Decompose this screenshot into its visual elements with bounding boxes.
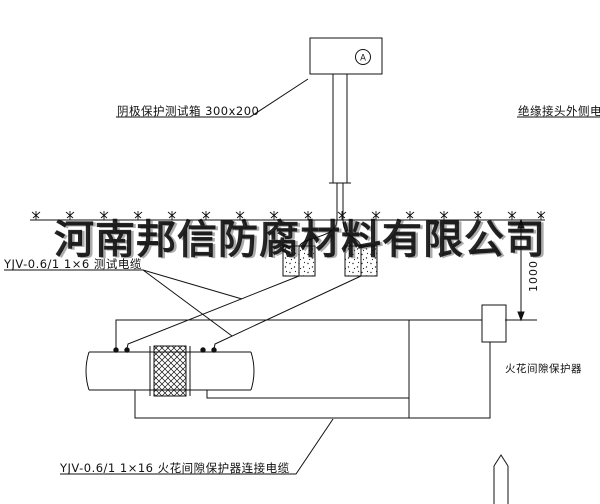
cable-bolt (200, 347, 206, 353)
ammeter-letter: A (360, 54, 366, 64)
leader-lines (4, 78, 600, 475)
ground-line (30, 210, 546, 221)
cable-bolt (211, 347, 217, 353)
label-spark-gap: 火花间隙保护器 (505, 363, 582, 375)
spark-gap-protector (481, 304, 507, 343)
label-test-cable: YJV-0.6/1 1×6 测试电缆 (4, 257, 142, 271)
label-connect-cable: YJV-0.6/1 1×16 火花间隙保护器连接电缆 (60, 461, 290, 475)
test-box: A (309, 37, 383, 75)
label-test-box: 阴极保护测试箱 300x200 (117, 104, 260, 118)
label-insulated-joint-cable: 绝缘接头外侧电缆 (518, 104, 600, 118)
pipe-break-symbol (493, 454, 509, 504)
cable-bolt (124, 347, 130, 353)
spark-gap-protector-circuit (115, 304, 507, 419)
dimension-text: 1000 (527, 260, 540, 292)
dimension-1000 (505, 218, 537, 322)
riser-conduit (329, 74, 351, 220)
concrete-ducts (282, 219, 378, 277)
pipeline (85, 345, 255, 397)
test-cables (126, 275, 362, 350)
ammeter-icon (355, 49, 371, 65)
insulating-joint (153, 345, 187, 397)
